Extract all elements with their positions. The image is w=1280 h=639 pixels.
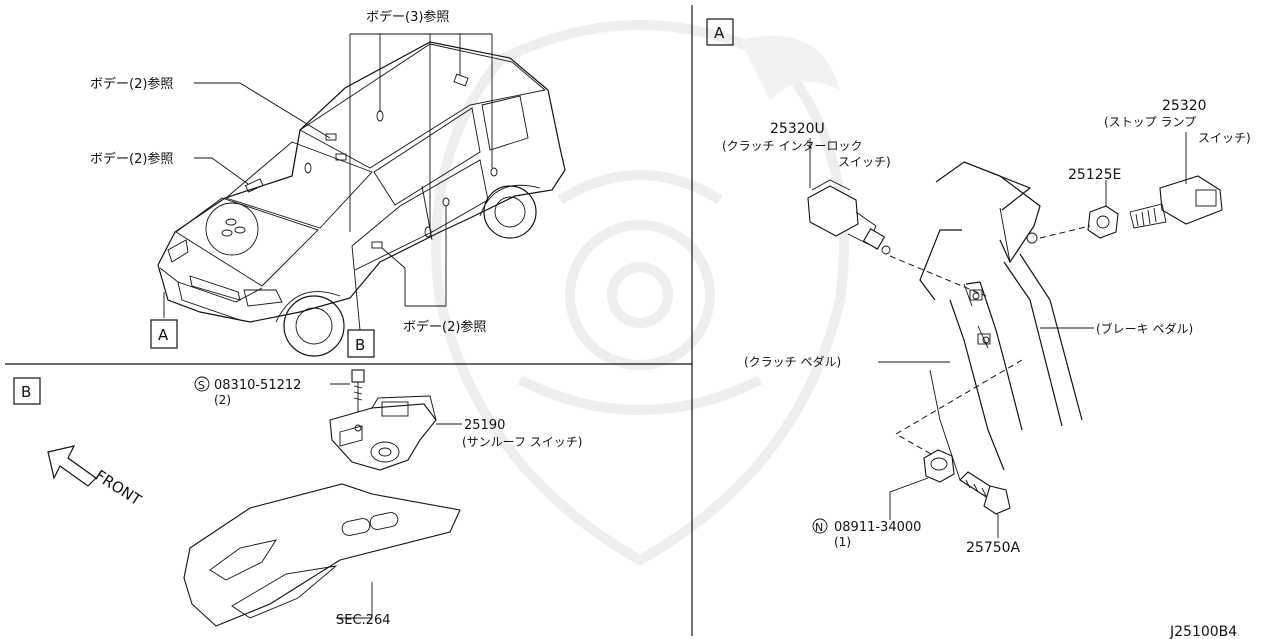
n-mark-icon xyxy=(812,518,828,534)
label-body3: ボデー(3)参照 xyxy=(366,9,449,25)
nut-qty: (1) xyxy=(834,535,851,549)
p25320-name2: スイッチ) xyxy=(1198,131,1251,145)
screw-prefix: S xyxy=(198,379,205,392)
screw-qty: (2) xyxy=(214,393,231,407)
section-a-label: A xyxy=(714,24,725,42)
section-b-label: B xyxy=(21,383,31,401)
sunroof-name: (サンルーフ スイッチ) xyxy=(462,435,582,449)
car-illustration xyxy=(157,41,566,357)
callout-b-label: B xyxy=(355,336,365,354)
nut-prefix: N xyxy=(815,521,823,534)
pedal-assembly xyxy=(919,161,1083,481)
screw-number: 08310-51212 xyxy=(214,378,301,393)
leader-body2b-diag xyxy=(211,157,249,185)
nut-08911 xyxy=(923,449,955,483)
section-b-box xyxy=(13,377,41,405)
callout-box-a xyxy=(150,319,178,349)
s-mark-icon xyxy=(194,376,210,392)
overhead-console-panel xyxy=(183,483,461,627)
drawing-id: J25100B4 xyxy=(1169,624,1237,639)
front-arrow-icon xyxy=(47,445,97,487)
sunroof-switch-25190 xyxy=(329,395,437,471)
p25320-number: 25320 xyxy=(1162,98,1207,114)
p25320u-name1: (クラッチ インターロック xyxy=(722,139,863,153)
stop-lamp-switch-25320 xyxy=(1129,175,1223,229)
clutch-pedal-label: (クラッチ ペダル) xyxy=(744,354,841,369)
sunroof-number: 25190 xyxy=(464,418,505,433)
leader-body2a-diag xyxy=(239,82,331,139)
label-body2b: ボデー(2)参照 xyxy=(90,151,173,167)
label-body2c: ボデー(2)参照 xyxy=(403,319,486,335)
leader-body3 xyxy=(349,33,493,232)
p25750a-number: 25750A xyxy=(966,540,1021,556)
watermark-emblem xyxy=(431,20,849,566)
brake-pedal-label: (ブレーキ ペダル) xyxy=(1096,321,1193,336)
p25320-name1: (ストップ ランプ xyxy=(1104,115,1196,129)
locknut-25125e xyxy=(1087,205,1119,239)
callout-box-b xyxy=(347,329,375,358)
clutch-interlock-switch-25320u xyxy=(807,179,891,255)
bolt-25750a xyxy=(959,471,1011,515)
nut-number: 08911-34000 xyxy=(834,520,921,535)
front-label: FRONT xyxy=(92,466,145,509)
section-a-box xyxy=(706,18,734,46)
label-body2a: ボデー(2)参照 xyxy=(90,76,173,92)
callout-a-label: A xyxy=(158,326,169,344)
p25125e-number: 25125E xyxy=(1068,167,1121,183)
sec264-label: SEC.264 xyxy=(336,613,391,628)
leader-body2c xyxy=(381,206,447,307)
p25320u-number: 25320U xyxy=(770,121,825,137)
p25320u-name2: スイッチ) xyxy=(838,155,891,169)
